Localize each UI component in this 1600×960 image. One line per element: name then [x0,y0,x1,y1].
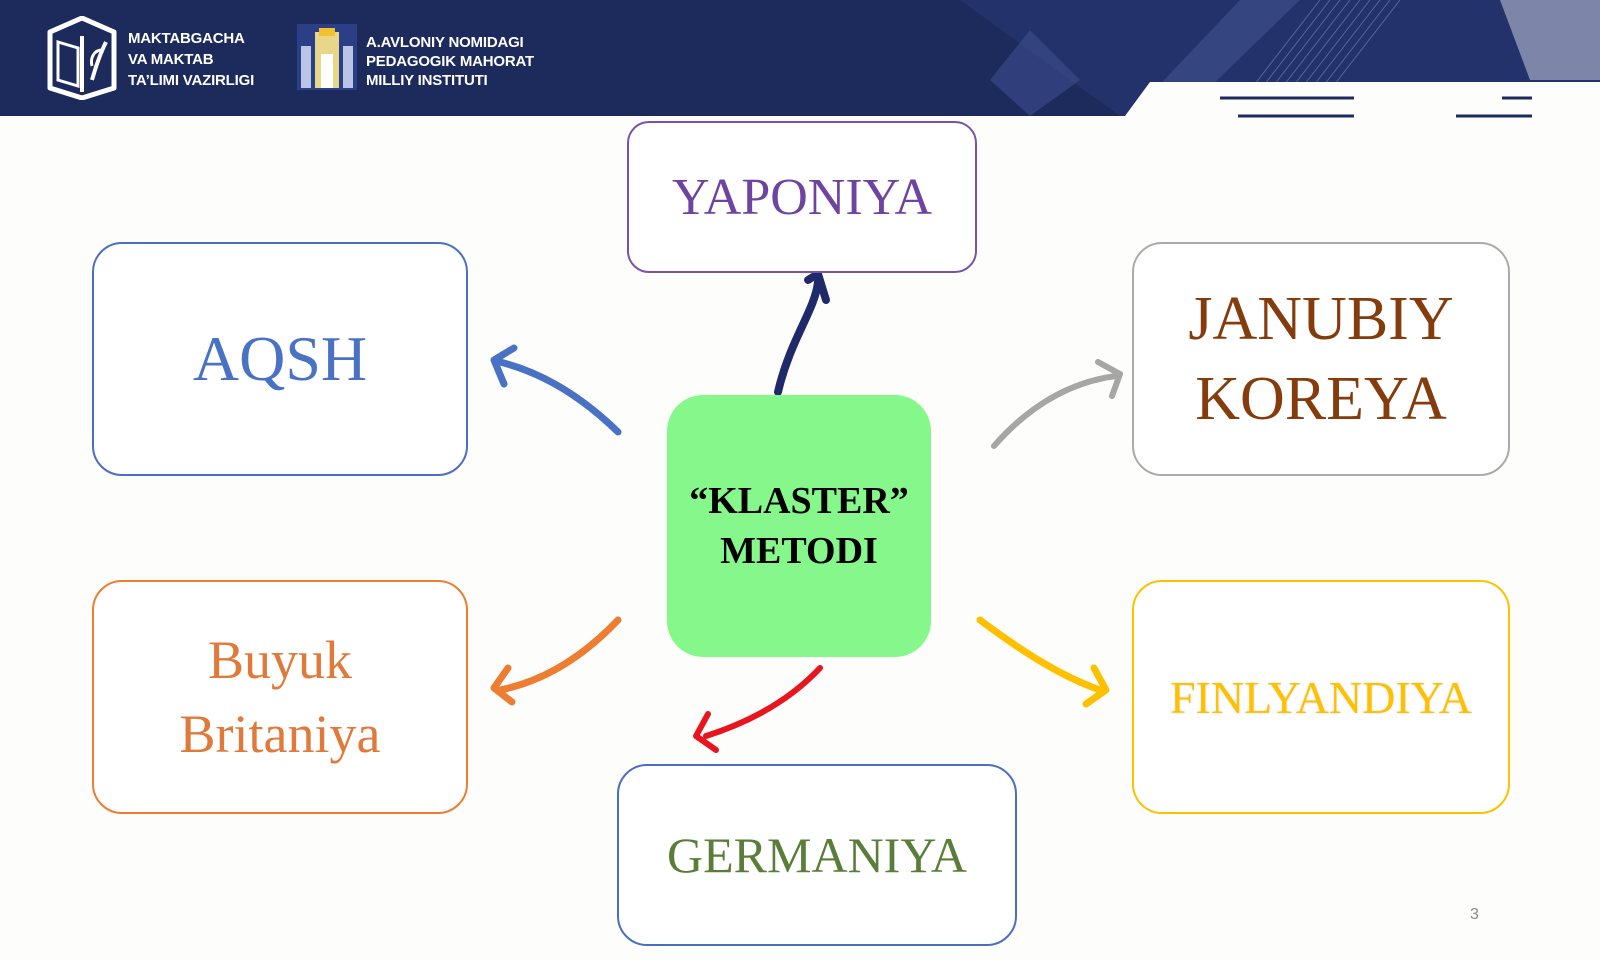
arrow-to-japan [774,270,830,396]
node-japan: YAPONIYA [627,121,977,273]
arrow-to-uk [490,616,622,706]
node-germany: GERMANIYA [617,764,1017,946]
node-finland: FINLYANDIYA [1132,580,1510,814]
institute-name: A.AVLONIY NOMIDAGI PEDAGOGIK MAHORAT MIL… [366,34,534,89]
center-node-label: “KLASTER” METODI [689,480,909,572]
header-banner: MAKTABGACHA VA MAKTAB TA’LIMI VAZIRLIGI … [0,0,1600,116]
node-japan-label: YAPONIYA [671,168,933,226]
node-usa: AQSH [92,242,468,476]
node-finland-label: FINLYANDIYA [1169,671,1473,723]
arrow-to-korea [991,359,1123,449]
node-great-britain-label: Buyuk Britaniya [179,630,381,764]
institute-logo-icon [297,24,357,90]
arrow-to-germany [693,665,823,753]
page-number: 3 [1470,906,1479,923]
center-node-cluster-method: “KLASTER” METODI [667,395,931,657]
ministry-logo-icon [47,16,117,100]
node-germany-label: GERMANIYA [667,827,967,883]
node-south-korea: JANUBIY KOREYA [1132,242,1510,476]
arrow-to-usa [490,344,622,436]
node-great-britain: Buyuk Britaniya [92,580,468,814]
decorative-lines [1220,96,1532,118]
ministry-name: MAKTABGACHA VA MAKTAB TA’LIMI VAZIRLIGI [128,30,255,89]
node-south-korea-label: JANUBIY KOREYA [1188,285,1454,433]
node-usa-label: AQSH [192,323,368,394]
arrow-to-finland [976,616,1110,708]
